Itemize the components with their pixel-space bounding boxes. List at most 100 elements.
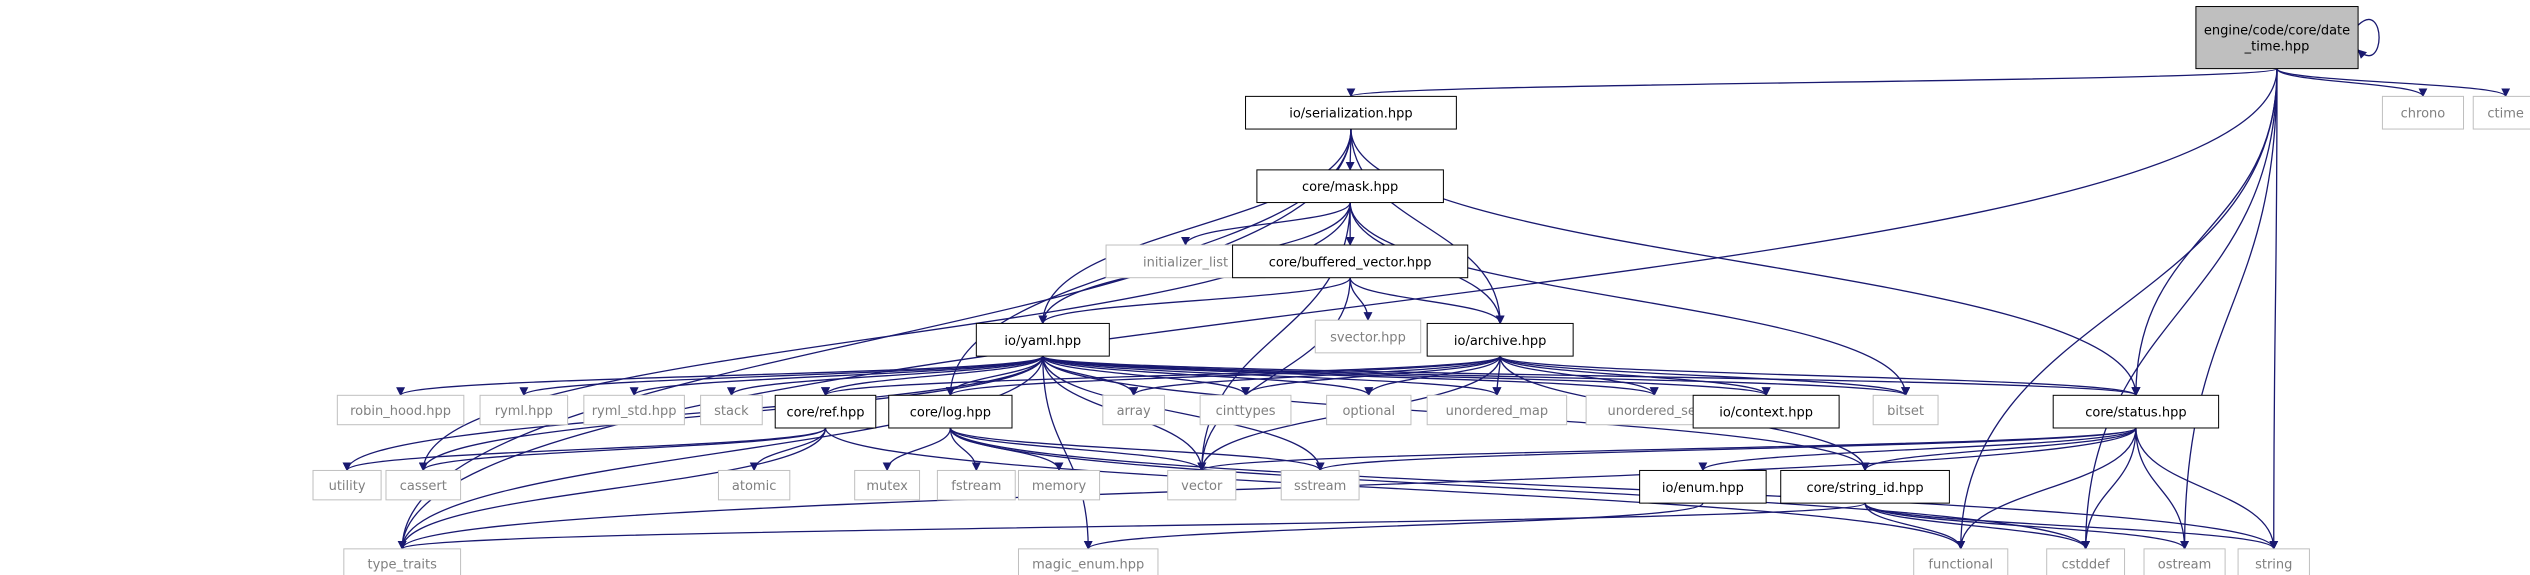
node-serialization-box: [1245, 95, 1457, 130]
edge-serialization-to-archive: [1350, 129, 1505, 325]
dependency-edges: [342, 18, 2511, 550]
edge-status-to-enum: [1698, 427, 2137, 472]
edge-ref-to-atomic: [749, 427, 827, 472]
node-mutex: mutex: [854, 469, 921, 501]
node-ostream-label-0: ostream: [2158, 558, 2212, 573]
node-unordered_set-label-0: unordered_set: [1607, 404, 1700, 419]
edge-yaml-to-context: [1042, 355, 1771, 397]
edge-status-to-functional: [1956, 427, 2137, 550]
node-optional-box: [1326, 394, 1412, 426]
node-log-box: [888, 394, 1013, 429]
edge-date_time-to-functional: [1956, 68, 2278, 550]
node-archive-box: [1426, 322, 1574, 357]
node-ryml-label-0: ryml.hpp: [495, 404, 553, 419]
node-initializer_list-label-0: initializer_list: [1143, 255, 1228, 270]
edge-yaml-to-robin_hood: [396, 355, 1044, 397]
node-cstddef-label-0: cstddef: [2062, 558, 2111, 573]
node-date_time-label-0: engine/code/core/date: [2204, 24, 2350, 39]
node-cstddef: cstddef: [2046, 548, 2126, 575]
node-buffered_vector[interactable]: core/buffered_vector.hpp: [1232, 244, 1469, 279]
edge-archive-to-status: [1499, 355, 2141, 397]
edge-yaml-to-ref: [821, 355, 1044, 397]
node-cassert-box: [385, 469, 462, 501]
edge-serialization-to-type_traits: [397, 129, 1352, 550]
node-context-box: [1692, 394, 1840, 429]
edge-date_time-to-cstddef: [2081, 68, 2278, 550]
node-yaml-label-0: io/yaml.hpp: [1004, 334, 1081, 349]
node-mutex-label-0: mutex: [866, 479, 908, 494]
node-serialization-label-0: io/serialization.hpp: [1289, 107, 1412, 122]
edge-archive-to-context: [1499, 355, 1771, 397]
node-cstddef-box: [2046, 548, 2126, 575]
node-context[interactable]: io/context.hpp: [1692, 394, 1840, 429]
node-array-label-0: array: [1117, 404, 1151, 419]
node-status-box: [2052, 394, 2220, 429]
edge-log-to-mutex: [882, 427, 952, 472]
node-robin_hood-label-0: robin_hood.hpp: [350, 404, 451, 419]
node-stack-box: [700, 394, 763, 426]
node-unordered_map-box: [1426, 394, 1568, 426]
node-string: string: [2237, 548, 2310, 575]
node-sstream-box: [1280, 469, 1360, 501]
node-date_time[interactable]: engine/code/core/date_time.hpp: [2195, 6, 2359, 70]
node-archive[interactable]: io/archive.hpp: [1426, 322, 1574, 357]
edge-string_id-to-cstddef: [1864, 502, 2091, 550]
node-stack: stack: [700, 394, 763, 426]
node-ctime: ctime: [2472, 95, 2530, 130]
edge-archive-to-unordered_set: [1499, 355, 1659, 397]
edge-yaml-to-magic_enum: [1042, 356, 1093, 550]
node-mutex-box: [854, 469, 921, 501]
node-stack-label-0: stack: [714, 404, 749, 419]
node-type_traits: type_traits: [343, 548, 462, 575]
node-atomic-label-0: atomic: [732, 479, 776, 494]
edge-buffered_vector-to-svector: [1349, 277, 1373, 322]
node-cinttypes-label-0: cinttypes: [1216, 404, 1276, 419]
edge-date_time-to-type_traits: [397, 68, 2278, 550]
node-magic_enum-label-0: magic_enum.hpp: [1032, 558, 1144, 573]
node-mask-box: [1256, 169, 1444, 204]
node-unordered_map: unordered_map: [1426, 394, 1568, 426]
node-optional: optional: [1326, 394, 1412, 426]
node-fstream-label-0: fstream: [951, 479, 1001, 494]
edge-ref-to-utility: [342, 427, 827, 472]
edge-yaml-to-stack: [727, 355, 1044, 397]
node-mask[interactable]: core/mask.hpp: [1256, 169, 1444, 204]
node-array: array: [1102, 394, 1165, 426]
node-functional-box: [1913, 548, 2009, 575]
node-ref[interactable]: core/ref.hpp: [774, 394, 877, 429]
node-enum[interactable]: io/enum.hpp: [1639, 469, 1767, 504]
edge-ref-to-type_traits: [397, 427, 827, 550]
edge-log-to-sstream: [949, 427, 1325, 472]
edge-status-to-type_traits: [397, 427, 2137, 550]
node-chrono-label-0: chrono: [2401, 107, 2446, 122]
edge-date_time-to-status: [2131, 68, 2278, 397]
node-yaml-box: [975, 322, 1110, 357]
edge-yaml-to-sstream: [1042, 356, 1325, 472]
node-buffered_vector-box: [1232, 244, 1469, 279]
node-chrono: chrono: [2381, 95, 2465, 130]
node-log[interactable]: core/log.hpp: [888, 394, 1013, 429]
node-cinttypes-box: [1199, 394, 1292, 426]
node-utility-label-0: utility: [329, 479, 366, 494]
node-date_time-box: [2195, 6, 2359, 70]
node-serialization[interactable]: io/serialization.hpp: [1245, 95, 1457, 130]
node-chrono-box: [2381, 95, 2465, 130]
edge-log-to-string: [949, 427, 2279, 550]
node-unordered_map-label-0: unordered_map: [1446, 404, 1549, 419]
node-type_traits-box: [343, 548, 462, 575]
edge-mask-to-initializer_list: [1181, 202, 1351, 246]
edge-date_time-to-ctime: [2276, 67, 2511, 98]
node-ref-box: [774, 394, 877, 429]
node-string_id[interactable]: core/string_id.hpp: [1780, 469, 1950, 504]
edge-yaml-to-type_traits: [397, 356, 1044, 550]
node-string_id-label-0: core/string_id.hpp: [1807, 481, 1924, 496]
edge-buffered_vector-to-yaml: [1038, 277, 1351, 325]
node-status[interactable]: core/status.hpp: [2052, 394, 2220, 429]
node-memory-box: [1017, 469, 1101, 501]
node-ryml_std-label-0: ryml_std.hpp: [592, 404, 677, 419]
node-fstream-box: [936, 469, 1016, 501]
edge-ref-to-cassert: [418, 427, 827, 472]
node-log-label-0: core/log.hpp: [910, 406, 991, 421]
node-yaml[interactable]: io/yaml.hpp: [975, 322, 1110, 357]
